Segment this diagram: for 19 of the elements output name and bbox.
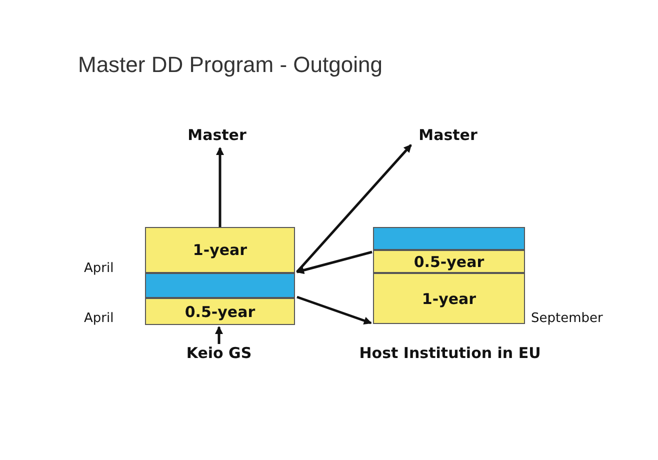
node-label: Master: [182, 126, 252, 146]
period-segment: 1-year: [373, 273, 525, 324]
arrow: [216, 147, 224, 227]
period-segment: 0.5-year: [145, 298, 295, 325]
period-segment: 0.5-year: [373, 250, 525, 273]
node-label: Host Institution in EU: [350, 344, 550, 364]
date-label: September: [531, 311, 603, 326]
bar-segment: [373, 227, 525, 250]
arrow: [296, 144, 412, 273]
arrow: [296, 296, 372, 324]
arrow: [296, 250, 372, 274]
date-label: April: [84, 261, 114, 276]
arrow: [215, 326, 223, 344]
period-segment: 1-year: [145, 227, 295, 273]
node-label: Keio GS: [184, 344, 254, 364]
date-label: April: [84, 311, 114, 326]
bar-segment: [145, 273, 295, 298]
node-label: Master: [413, 126, 483, 146]
slide-title: Master DD Program - Outgoing: [78, 52, 382, 78]
